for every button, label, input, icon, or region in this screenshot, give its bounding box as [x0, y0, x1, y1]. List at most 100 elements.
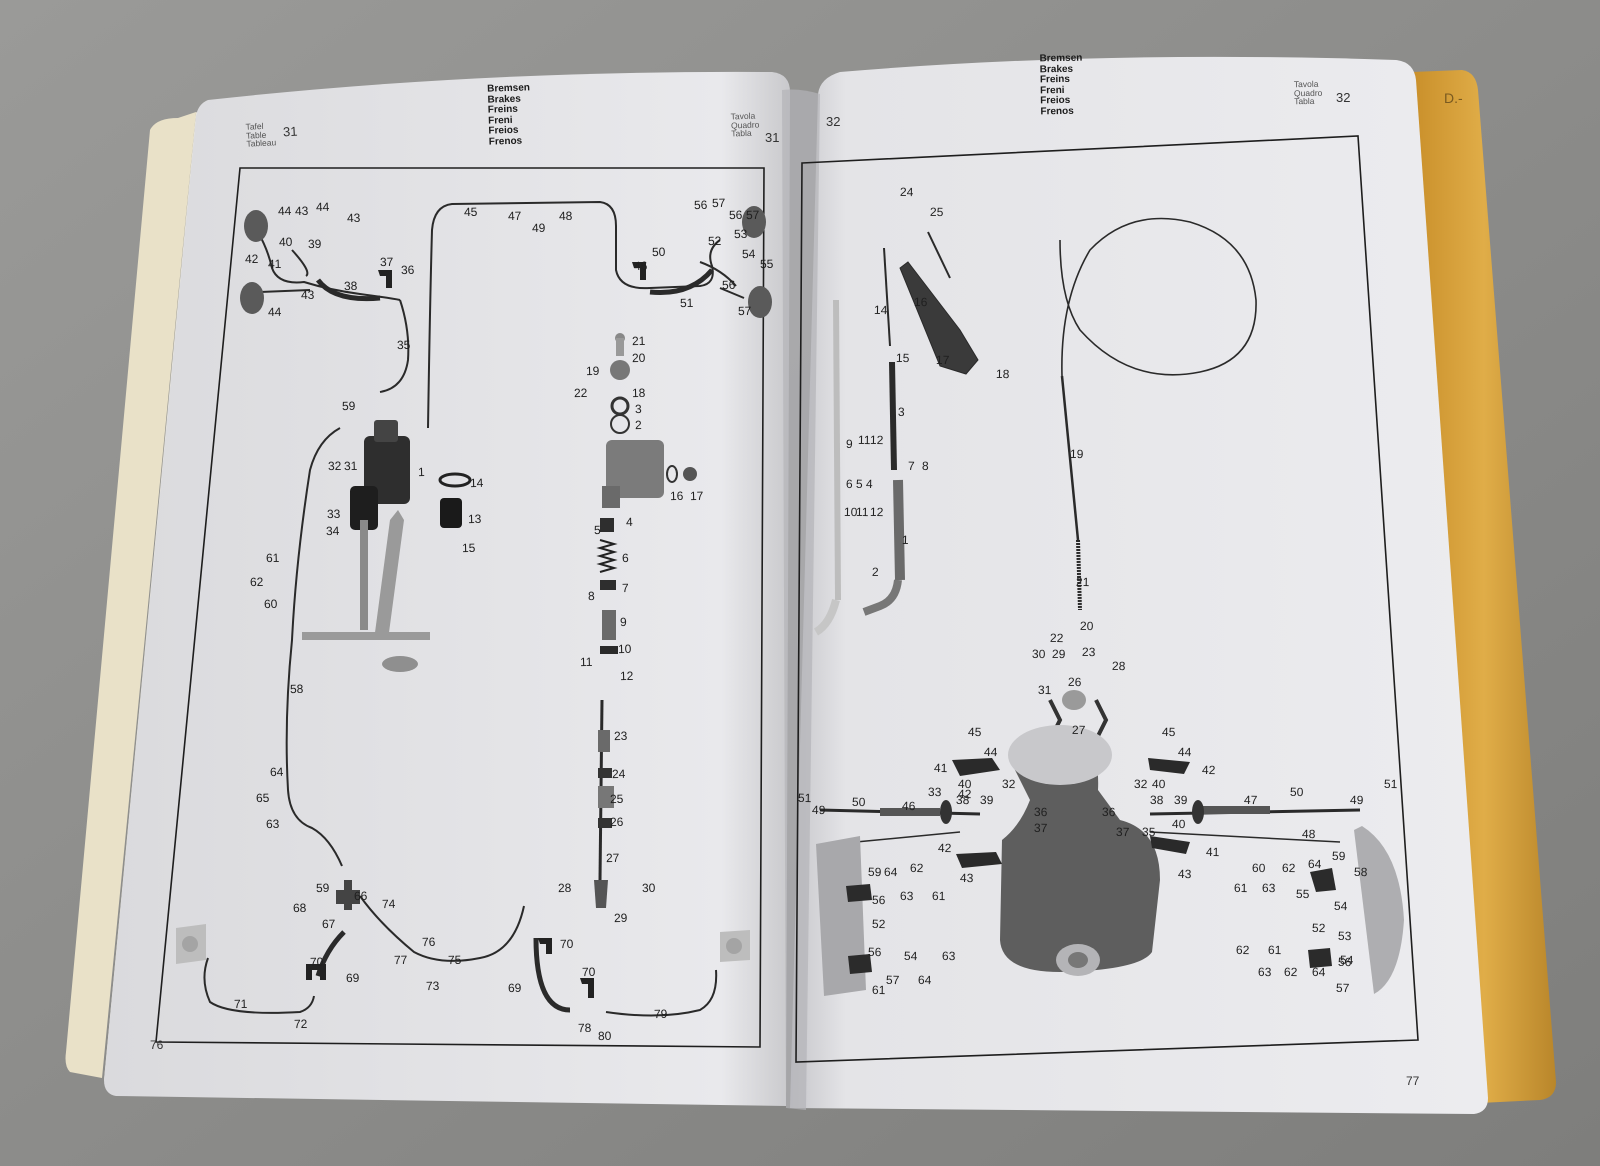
- part-label: 54: [1333, 898, 1348, 914]
- part-label: 28: [557, 880, 572, 896]
- part-label: 13: [467, 511, 482, 527]
- part-label: 44: [983, 744, 998, 760]
- part-label: 3: [897, 404, 905, 420]
- part-label: 19: [585, 363, 600, 379]
- part-label: 61: [871, 982, 886, 998]
- part-label: 29: [1051, 646, 1066, 662]
- part-label: 62: [909, 860, 924, 876]
- right-diagram-frame: [795, 135, 1419, 1063]
- part-label: 20: [631, 350, 646, 366]
- part-label: 64: [269, 764, 284, 780]
- part-label: 25: [609, 791, 624, 807]
- part-label: 17: [689, 488, 704, 504]
- part-label: 43: [294, 203, 309, 219]
- part-label: 76: [421, 934, 436, 950]
- part-label: 9: [619, 614, 627, 630]
- part-label: 48: [558, 208, 573, 224]
- part-label: 35: [396, 337, 411, 353]
- part-label: 42: [1201, 762, 1216, 778]
- part-label: 7: [907, 458, 915, 474]
- part-label: 23: [613, 728, 628, 744]
- part-label: 36: [400, 262, 415, 278]
- part-label: 33: [326, 506, 341, 522]
- part-label: 71: [233, 996, 248, 1012]
- part-label: 52: [707, 233, 722, 249]
- right-parts: [813, 217, 1361, 843]
- left-section-header: Bremsen Brakes Freins Freni Freios Freno…: [487, 82, 532, 147]
- part-label: 60: [263, 596, 278, 612]
- part-label: 56: [728, 207, 743, 223]
- part-label: 42: [244, 251, 259, 267]
- part-label: 70: [581, 964, 596, 980]
- part-label: 27: [1071, 722, 1086, 738]
- part-label: 52: [871, 916, 886, 932]
- part-label: 79: [653, 1006, 668, 1022]
- part-label: 64: [1311, 964, 1326, 980]
- part-label: 38: [1149, 792, 1164, 808]
- part-label: 46: [633, 258, 648, 274]
- part-label: 41: [933, 760, 948, 776]
- part-label: 20: [1079, 618, 1094, 634]
- part-label: 69: [345, 970, 360, 986]
- part-label: 56: [1337, 954, 1352, 970]
- left-corner-number: 31: [765, 130, 780, 145]
- part-label: 47: [1243, 792, 1258, 808]
- part-label: 26: [1067, 674, 1082, 690]
- part-label: 15: [461, 540, 476, 556]
- part-label: 10: [617, 641, 632, 657]
- part-label: 30: [641, 880, 656, 896]
- part-label: 57: [711, 195, 726, 211]
- part-label: 43: [300, 287, 315, 303]
- part-label: 44: [315, 199, 330, 215]
- part-label: 59: [867, 864, 882, 880]
- part-label: 49: [811, 802, 826, 818]
- part-label: 64: [883, 864, 898, 880]
- part-label: 57: [737, 303, 752, 319]
- left-brake-lines: [203, 200, 745, 1017]
- part-label: 55: [1295, 886, 1310, 902]
- part-label: 40: [1171, 816, 1186, 832]
- part-label: 40: [1151, 776, 1166, 792]
- part-label: 64: [917, 972, 932, 988]
- part-label: 18: [995, 366, 1010, 382]
- part-label: 12: [869, 504, 884, 520]
- part-label: 25: [929, 204, 944, 220]
- part-label: 59: [315, 880, 330, 896]
- part-label: 62: [1283, 964, 1298, 980]
- part-label: 11: [579, 654, 593, 670]
- part-label: 80: [597, 1028, 612, 1044]
- part-label: 31: [343, 458, 358, 474]
- part-label: 12: [869, 432, 884, 448]
- part-label: 56: [871, 892, 886, 908]
- left-table-word-3: Tableau: [246, 137, 277, 149]
- part-label: 22: [1049, 630, 1064, 646]
- part-label: 8: [921, 458, 929, 474]
- part-label: 36: [1101, 804, 1116, 820]
- part-label: 24: [899, 184, 914, 200]
- part-label: 49: [1349, 792, 1364, 808]
- part-label: 16: [669, 488, 684, 504]
- part-label: 68: [292, 900, 307, 916]
- part-label: 57: [745, 207, 760, 223]
- part-label: 63: [1257, 964, 1272, 980]
- right-header-line-6: Frenos: [1040, 105, 1074, 117]
- left-diagram-frame: [155, 167, 765, 1048]
- part-label: 51: [797, 790, 812, 806]
- part-label: 63: [265, 816, 280, 832]
- part-label: 57: [1335, 980, 1350, 996]
- part-label: 1: [417, 464, 425, 480]
- left-page-number: 76: [150, 1038, 164, 1052]
- part-label: 63: [899, 888, 914, 904]
- part-label: 14: [873, 302, 888, 318]
- part-label: 2: [871, 564, 879, 580]
- part-label: 53: [733, 226, 748, 242]
- part-label: 24: [611, 766, 626, 782]
- part-label: 7: [621, 580, 629, 596]
- part-label: 59: [341, 398, 356, 414]
- part-label: 45: [967, 724, 982, 740]
- part-label: 44: [267, 304, 282, 320]
- part-label: 52: [1311, 920, 1326, 936]
- part-label: 59: [1331, 848, 1346, 864]
- part-label: 54: [741, 246, 756, 262]
- part-label: 61: [1233, 880, 1248, 896]
